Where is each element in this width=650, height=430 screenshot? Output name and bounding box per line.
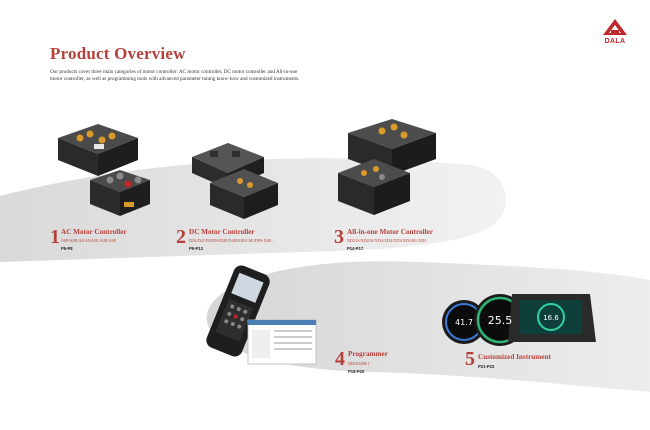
page-title: Product Overview <box>50 44 186 63</box>
category-pages-instrument: P21-P23 <box>478 364 495 369</box>
all-in-one-controller-image <box>338 119 436 215</box>
category-number: 3 <box>334 226 344 248</box>
category-title-ac: AC Motor Controller <box>61 228 127 236</box>
ac-controller-image <box>58 124 150 216</box>
dala-logo <box>603 19 627 35</box>
category-models-dc: D2S/D2CP/D2PS/D2P/D4P/D2E/C6E/DPS-D4E... <box>189 238 275 243</box>
category-pages-dc: P9-P13 <box>189 246 203 251</box>
brand-name: DALA <box>604 38 626 45</box>
category-title-all-in-one: All-in-one Motor Controller <box>347 228 433 236</box>
category-models-programmer: DH/D3DH-1 <box>348 361 370 366</box>
category-number: 4 <box>335 348 345 370</box>
category-number: 5 <box>465 348 475 370</box>
category-number: 1 <box>50 226 60 248</box>
intro-paragraph: Our products cover three main categories… <box>50 69 300 82</box>
category-models-all-in-one: XD21S/XD21E/XD4/XD4/XD3/XD2401/XD3 <box>347 238 427 243</box>
category-pages-ac: P5-P8 <box>61 246 73 251</box>
instrument-image: 41.7 25.5 16.6 <box>442 294 596 346</box>
programmer-image <box>206 265 317 365</box>
category-title-dc: DC Motor Controller <box>189 228 255 236</box>
category-title-programmer: Programmer <box>348 350 388 358</box>
category-models-ac: A0P/A0E/A2/A5/A5E/A2P/A4P <box>61 238 116 243</box>
category-pages-all-in-one: P14-P17 <box>347 246 364 251</box>
category-title-instrument: Customized Instrument <box>478 353 551 361</box>
category-number: 2 <box>176 226 186 248</box>
gauge-center-value: 25.5 <box>488 314 513 327</box>
category-pages-programmer: P18-P20 <box>348 369 365 374</box>
dc-controller-image <box>192 143 278 219</box>
screen-value: 16.6 <box>543 314 559 322</box>
gauge-left-value: 41.7 <box>455 318 473 327</box>
